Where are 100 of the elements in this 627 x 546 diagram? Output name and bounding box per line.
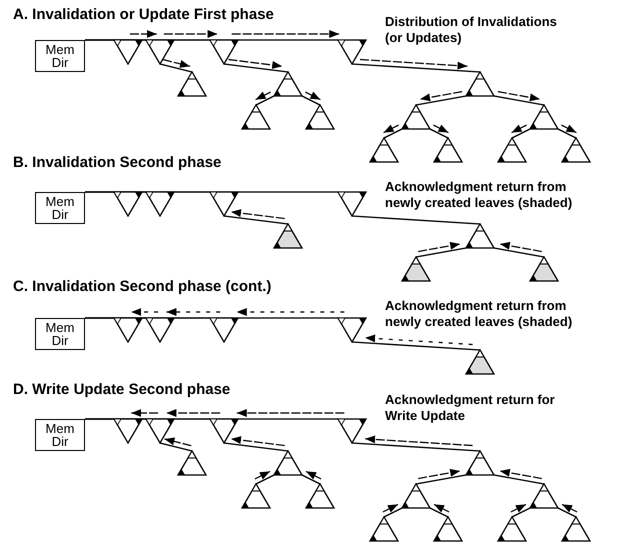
triangle-node <box>401 483 431 509</box>
triangle-node <box>241 104 271 130</box>
panel-title: C. Invalidation Second phase (cont.) <box>13 278 272 296</box>
connector-line <box>418 468 460 480</box>
inverted-triangle-node <box>337 191 367 217</box>
inverted-triangle-node <box>113 317 143 343</box>
triangle-node <box>497 516 527 542</box>
inverted-triangle-node <box>145 39 175 65</box>
inverted-triangle-node <box>145 191 175 217</box>
inverted-triangle-node <box>209 39 239 65</box>
connector-line <box>365 334 473 346</box>
inverted-triangle-node <box>145 317 175 343</box>
connector-line <box>430 507 448 518</box>
connector-line <box>164 438 192 446</box>
triangle-node <box>273 71 303 97</box>
inverted-triangle-node <box>209 418 239 444</box>
connector-line <box>230 436 285 446</box>
triangle-node <box>177 450 207 476</box>
annotation-text: Acknowledgment return from newly created leaves (shaded) <box>385 298 574 329</box>
connector-line <box>512 128 530 139</box>
inverted-triangle-node <box>209 191 239 217</box>
triangle-node <box>561 137 591 163</box>
connector-line <box>160 442 192 452</box>
connector-line <box>352 341 480 351</box>
connector-line <box>352 215 480 225</box>
connector-line <box>500 242 542 252</box>
connector-line <box>384 507 402 518</box>
connector-line <box>418 242 460 252</box>
connector-line <box>256 95 274 106</box>
connector-line <box>416 247 466 258</box>
connector-line <box>166 308 220 316</box>
inverted-triangle-node <box>337 418 367 444</box>
triangle-node <box>305 483 335 509</box>
connector-line <box>306 470 322 480</box>
memory-directory-box: Mem Dir <box>35 40 85 72</box>
memory-directory-box: Mem Dir <box>35 192 85 224</box>
connector-line <box>352 63 480 73</box>
connector-line <box>420 91 462 102</box>
memory-directory-box: Mem Dir <box>35 419 85 451</box>
inverted-triangle-node <box>337 39 367 65</box>
annotation-text: Distribution of Invalidations (or Updates) <box>385 14 558 45</box>
triangle-node <box>369 516 399 542</box>
inverted-triangle-node <box>337 317 367 343</box>
connector-line <box>494 95 544 106</box>
connector-line <box>561 124 577 134</box>
connector-line <box>131 409 158 417</box>
inverted-triangle-node <box>113 418 143 444</box>
connector-line <box>562 504 578 513</box>
connector-line <box>236 308 344 316</box>
connector-line <box>164 30 218 38</box>
connector-line <box>256 474 274 485</box>
triangle-node <box>529 483 559 509</box>
connector-line <box>384 128 402 139</box>
connector-line <box>433 124 449 134</box>
connector-line <box>511 124 527 134</box>
connector-line <box>434 504 450 513</box>
shaded-triangle-node <box>273 223 303 249</box>
inverted-triangle-node <box>113 39 143 65</box>
connector-line <box>255 92 271 100</box>
connector-line <box>498 91 540 102</box>
shaded-triangle-node <box>465 349 495 375</box>
connector-line <box>360 58 468 70</box>
connector-line <box>494 247 544 258</box>
connector-line <box>365 435 473 446</box>
panel-title: A. Invalidation or Update First phase <box>13 6 274 24</box>
connector-line <box>230 209 285 220</box>
triangle-node <box>241 483 271 509</box>
connector-line <box>430 128 448 139</box>
annotation-text: Acknowledgment return for Write Update <box>385 392 556 423</box>
triangle-node <box>273 450 303 476</box>
connector-line <box>510 504 526 513</box>
triangle-node <box>177 71 207 97</box>
triangle-node <box>465 71 495 97</box>
shaded-triangle-node <box>401 256 431 282</box>
connector-line <box>305 92 321 100</box>
connector-line <box>162 59 190 68</box>
connector-line <box>254 470 270 480</box>
connector-line <box>160 63 192 73</box>
connector-line <box>352 442 480 452</box>
connector-line <box>558 128 576 139</box>
triangle-node <box>529 104 559 130</box>
triangle-node <box>369 137 399 163</box>
panel-title: B. Invalidation Second phase <box>13 154 222 172</box>
connector-line <box>512 507 530 518</box>
connector-line <box>224 63 288 73</box>
connector-line <box>232 30 340 38</box>
inverted-triangle-node <box>145 418 175 444</box>
inverted-triangle-node <box>113 191 143 217</box>
connector-line <box>416 474 466 485</box>
triangle-node <box>465 450 495 476</box>
connector-line <box>130 30 157 38</box>
shaded-triangle-node <box>529 256 559 282</box>
triangle-node <box>561 516 591 542</box>
triangle-node <box>433 516 463 542</box>
connector-line <box>494 474 544 485</box>
connector-line <box>224 215 288 225</box>
connector-line <box>382 504 398 513</box>
triangle-node <box>401 104 431 130</box>
connector-line <box>224 442 288 452</box>
connector-line <box>302 474 320 485</box>
